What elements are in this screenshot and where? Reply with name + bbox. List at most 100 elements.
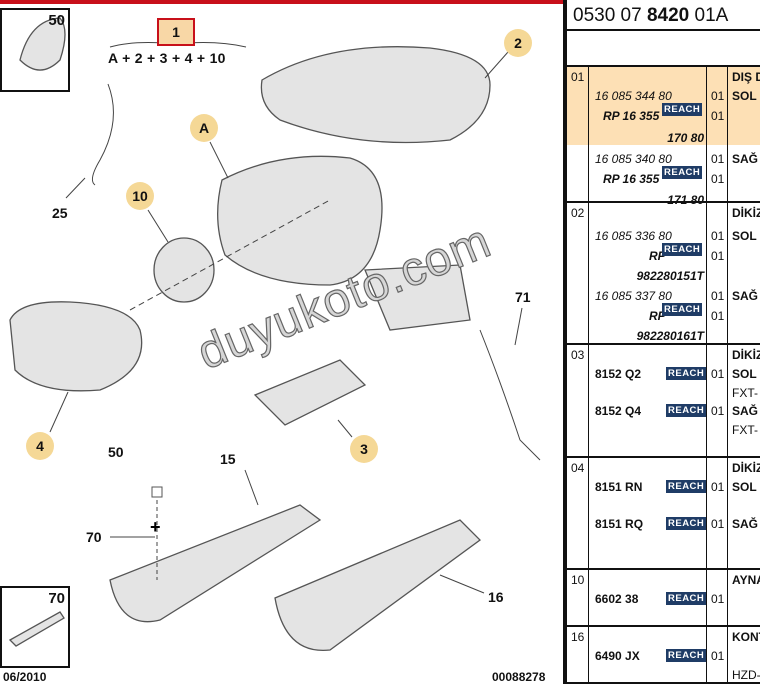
inset-part-50: 50 <box>0 8 70 92</box>
reach-badge: REACH <box>666 517 707 530</box>
part-number: 16 085 337 80 <box>595 289 672 303</box>
reach-badge: REACH <box>666 367 707 380</box>
column-divider <box>706 67 707 201</box>
column-divider <box>588 627 589 682</box>
part-ref: 170 80 <box>667 131 704 145</box>
part-number: RP <box>649 309 666 323</box>
group-number: 04 <box>571 461 585 475</box>
document-number-suffix: 01A <box>689 5 729 26</box>
part-number: 16 085 336 80 <box>595 229 672 243</box>
group-number: 01 <box>571 70 585 84</box>
part-number: RP 16 355 <box>603 109 660 123</box>
side-label: SOL <box>732 367 757 381</box>
quantity: 01 <box>711 289 725 303</box>
part-number: RP 16 355 <box>603 172 660 186</box>
label-25[interactable]: 25 <box>52 205 68 221</box>
document-number-main: 8420 <box>646 5 690 26</box>
column-divider <box>588 458 589 568</box>
group-description: DIŞ D <box>732 70 760 84</box>
mirror-cover-shape <box>260 46 491 144</box>
callout-4[interactable]: 4 <box>26 432 54 460</box>
red-header-bar <box>0 0 563 4</box>
part-number: 16 085 344 80 <box>595 89 672 103</box>
group-description: DİKİZ <box>732 206 760 220</box>
side-label: SAĞ <box>732 152 759 166</box>
quantity: 01 <box>711 249 725 263</box>
quantity: 01 <box>711 649 725 663</box>
assembly-formula: A + 2 + 3 + 4 + 10 <box>108 50 226 66</box>
part-number: 6602 38 <box>595 592 639 606</box>
note: FXT- <box>732 386 758 400</box>
assembly-ref-box[interactable]: 1 <box>157 18 195 46</box>
group-description: KONT <box>732 630 760 644</box>
quantity: 01 <box>711 89 725 103</box>
reach-badge: REACH <box>666 649 707 662</box>
inset-number: 50 <box>48 12 65 29</box>
mirror-glass-shape <box>9 301 143 392</box>
reach-badge: REACH <box>662 303 703 316</box>
part-number: 16 085 340 80 <box>595 152 672 166</box>
column-divider <box>706 458 707 568</box>
label-71[interactable]: 71 <box>515 289 531 305</box>
column-divider <box>727 458 728 568</box>
column-divider <box>727 570 728 625</box>
quantity: 01 <box>711 367 725 381</box>
part-number: 6490 JX <box>595 649 640 663</box>
reach-badge: REACH <box>666 404 707 417</box>
label-70[interactable]: 70 <box>86 529 102 545</box>
callout-A[interactable]: A <box>190 114 218 142</box>
exploded-view-drawing: + <box>8 17 541 652</box>
callout-2[interactable]: 2 <box>504 29 532 57</box>
group-description: DİKİZ <box>732 348 760 362</box>
column-divider <box>588 345 589 456</box>
column-divider <box>706 627 707 682</box>
column-divider <box>588 67 589 201</box>
side-label: SOL <box>732 229 757 243</box>
quantity: 01 <box>711 517 725 531</box>
quantity: 01 <box>711 229 725 243</box>
screw-marker: + <box>150 517 161 537</box>
column-divider <box>706 203 707 343</box>
diagram-code: 00088278 <box>492 670 546 684</box>
quantity: 01 <box>711 480 725 494</box>
reach-badge: REACH <box>662 166 703 179</box>
divider <box>567 65 760 67</box>
divider <box>567 29 760 31</box>
quantity: 01 <box>711 109 725 123</box>
screw-70-shape <box>8 611 65 647</box>
label-16[interactable]: 16 <box>488 589 504 605</box>
label-15[interactable]: 15 <box>220 451 236 467</box>
callout-3[interactable]: 3 <box>350 435 378 463</box>
part-number: 8151 RN <box>595 480 643 494</box>
switch-panel-15-shape <box>109 504 322 623</box>
table-group-02: 02DİKİZ16 085 336 8001SOLRP01REACH982280… <box>567 203 760 345</box>
column-divider <box>727 67 728 201</box>
mirror-base-shape <box>364 264 471 331</box>
group-description: AYNA <box>732 573 760 587</box>
label-50[interactable]: 50 <box>108 444 124 460</box>
group-description: DİKİZ <box>732 461 760 475</box>
note: FXT- <box>732 423 758 437</box>
callout-10[interactable]: 10 <box>126 182 154 210</box>
group-number: 02 <box>571 206 585 220</box>
column-divider <box>588 570 589 625</box>
group-number: 03 <box>571 348 585 362</box>
switch-panel-16-shape <box>274 519 481 652</box>
part-ref: 982280161T <box>636 329 704 343</box>
reach-badge: REACH <box>666 592 707 605</box>
side-label: SAĞ <box>732 404 759 418</box>
side-label: SAĞ <box>732 289 759 303</box>
part-ref: 982280151T <box>636 269 704 283</box>
part-number: 8152 Q2 <box>595 367 642 381</box>
reach-badge: REACH <box>662 243 703 256</box>
reach-badge: REACH <box>666 480 707 493</box>
document-number: 0530 07 8420 01A <box>573 5 728 27</box>
column-divider <box>706 345 707 456</box>
quantity: 01 <box>711 404 725 418</box>
quantity: 01 <box>711 172 725 186</box>
mirror-housing-shape <box>217 155 383 286</box>
